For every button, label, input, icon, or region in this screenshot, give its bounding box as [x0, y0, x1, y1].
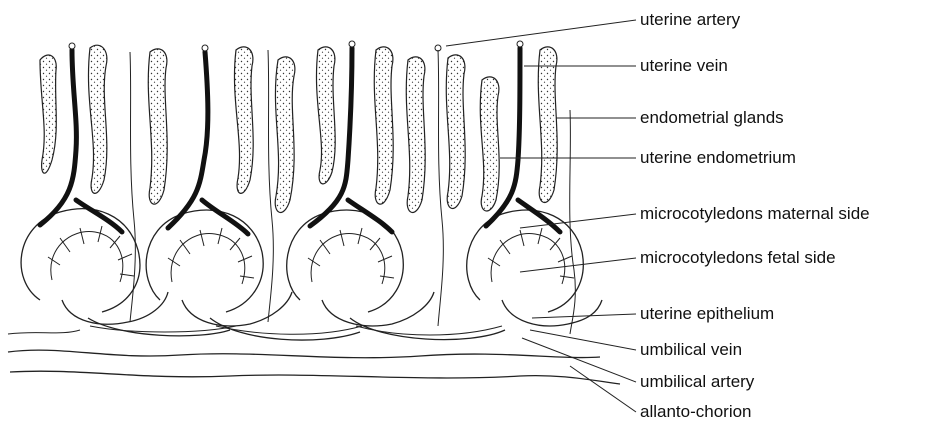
uterine-artery-cap-5 [517, 41, 523, 47]
uterine-artery-thread-1 [130, 52, 135, 322]
labels: uterine artery uterine vein endometrial … [640, 10, 870, 421]
label-uterine-epithelium: uterine epithelium [640, 304, 774, 323]
uterine-epithelium-band [90, 326, 502, 335]
label-uterine-vein: uterine vein [640, 56, 728, 75]
leader-allanto-chorion [570, 366, 636, 412]
uterine-artery-cap-2 [202, 45, 208, 51]
allanto-chorion-lower-line [10, 371, 620, 384]
uterine-artery-cap-3 [349, 41, 355, 47]
chorionic-trough [88, 318, 505, 340]
uterine-artery-thread-2 [268, 50, 273, 322]
endometrial-glands [40, 45, 557, 212]
label-microcotyledons-maternal-side: microcotyledons maternal side [640, 204, 870, 223]
leader-microcotyledons-fetal [520, 258, 636, 272]
leader-uterine-artery [446, 20, 636, 46]
leader-uterine-epithelium [532, 314, 636, 318]
allanto-chorion-epithelium-band [8, 330, 80, 334]
illustration [8, 41, 620, 384]
label-umbilical-vein: umbilical vein [640, 340, 742, 359]
label-allanto-chorion: allanto-chorion [640, 402, 752, 421]
label-endometrial-glands: endometrial glands [640, 108, 784, 127]
label-uterine-artery: uterine artery [640, 10, 741, 29]
allanto-chorion-upper-line [8, 350, 600, 358]
uterine-artery-thread-3 [438, 50, 443, 326]
label-umbilical-artery: umbilical artery [640, 372, 755, 391]
uterine-artery-cap-1 [69, 43, 75, 49]
label-microcotyledons-fetal-side: microcotyledons fetal side [640, 248, 836, 267]
label-uterine-endometrium: uterine endometrium [640, 148, 796, 167]
